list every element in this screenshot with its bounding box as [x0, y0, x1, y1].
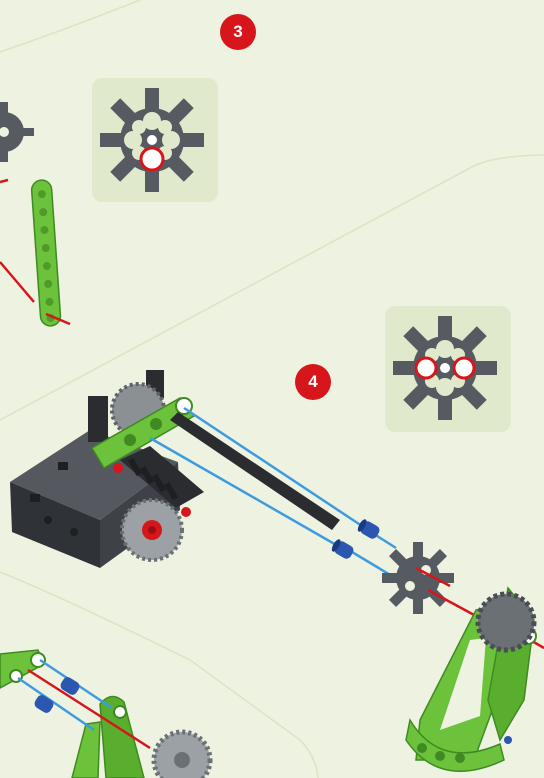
gear-icon — [154, 732, 210, 778]
spacer-icon — [33, 675, 82, 714]
